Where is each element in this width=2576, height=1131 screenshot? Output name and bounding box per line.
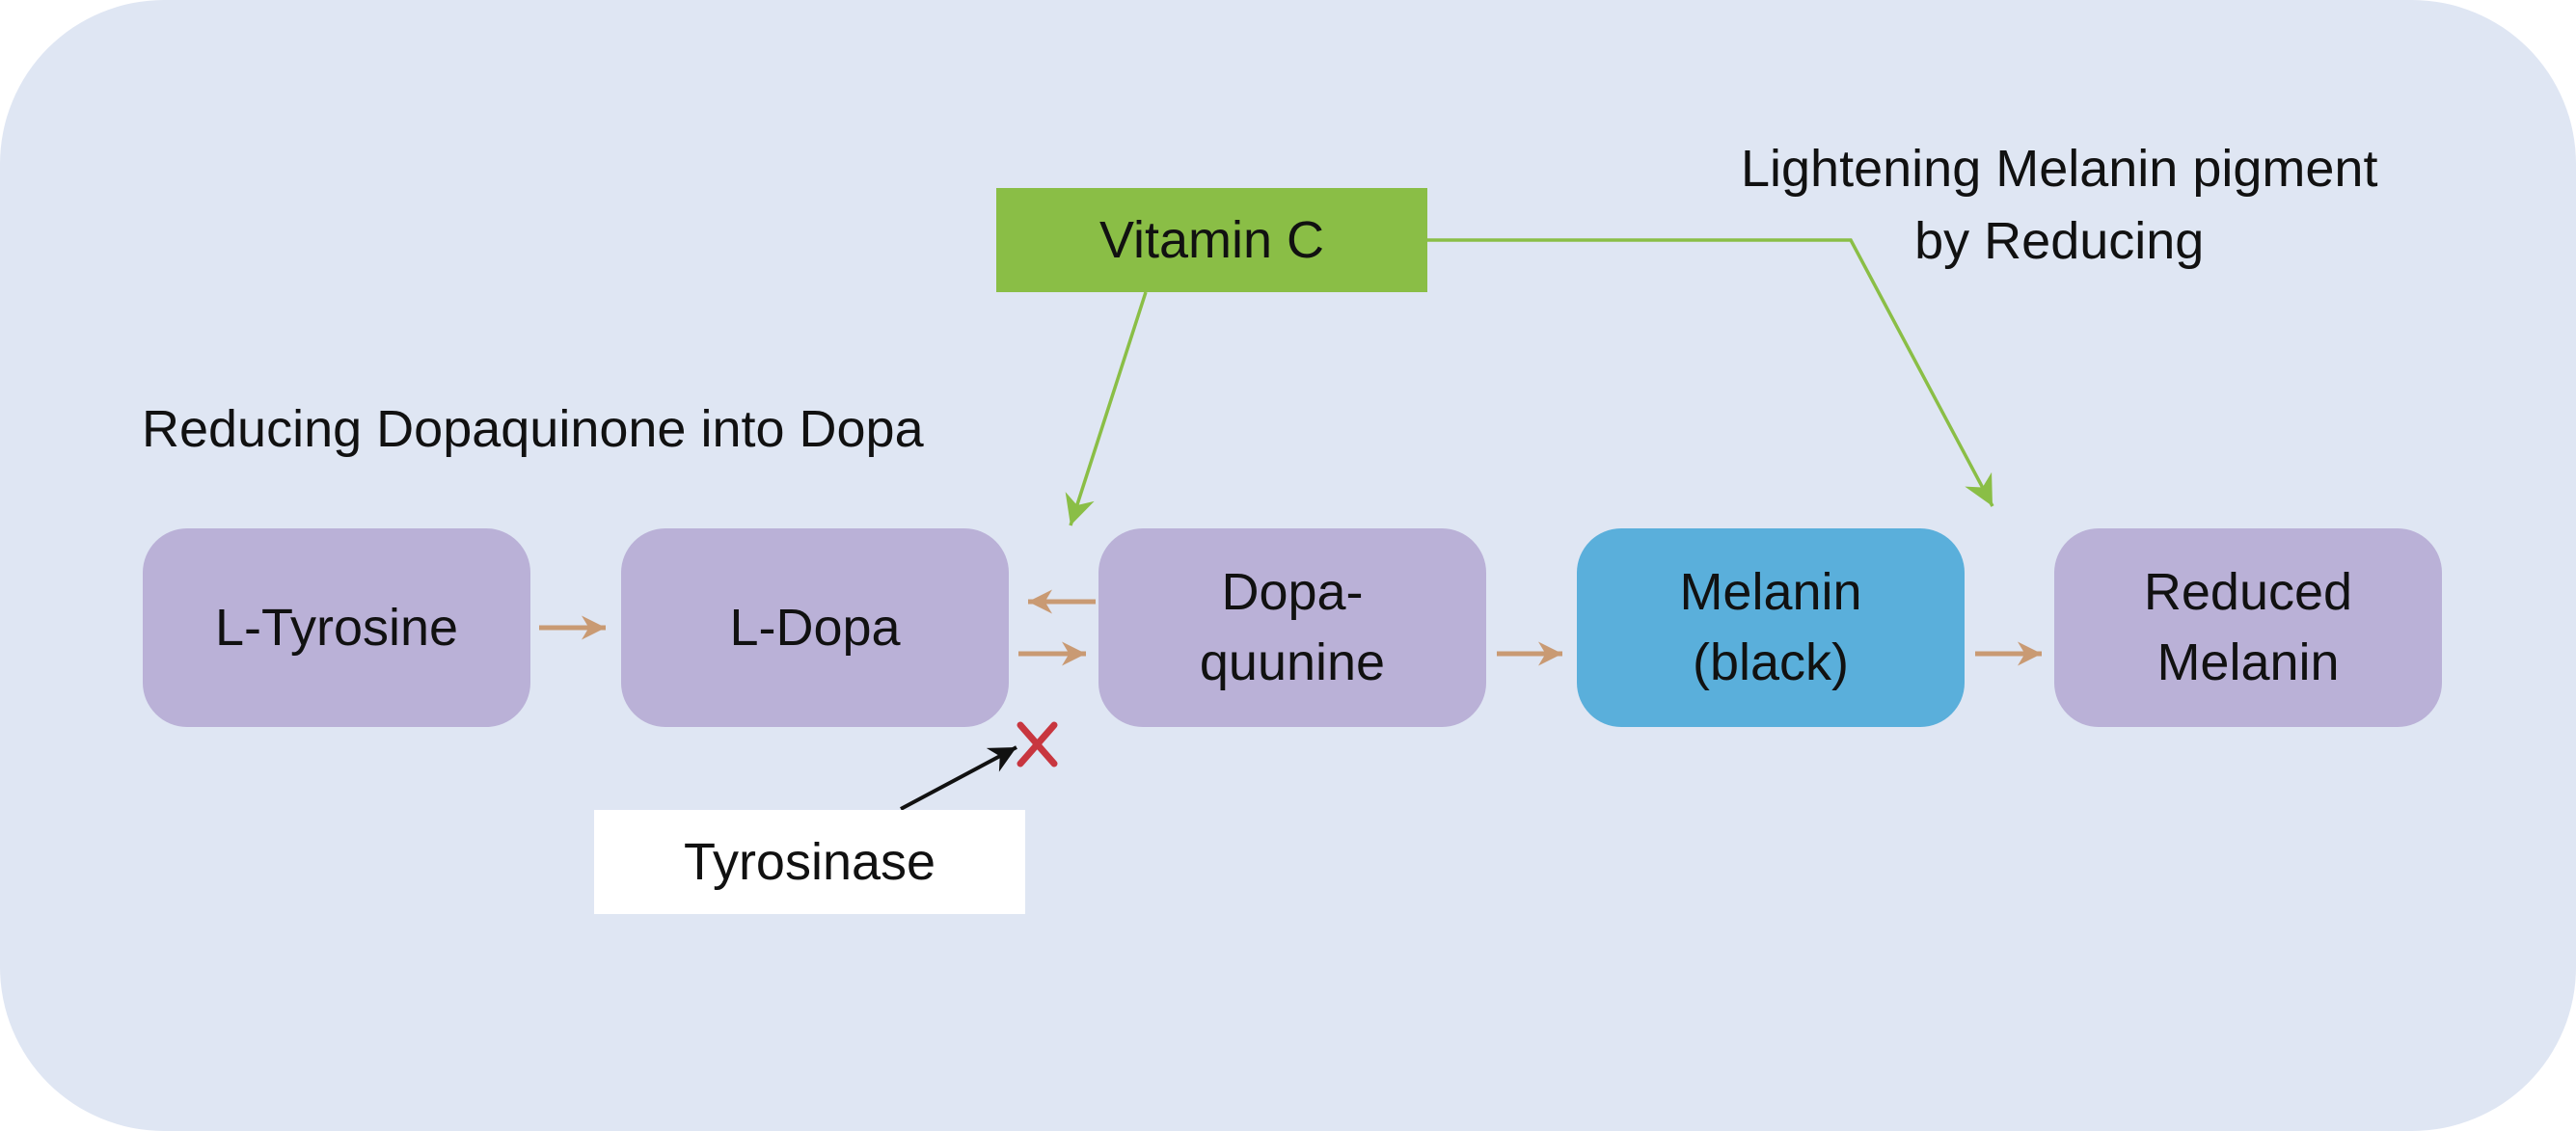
node-l-dopa: L-Dopa: [621, 528, 1009, 727]
cross-mark-icon: [1017, 721, 1058, 767]
arrow-vitamin-c-to-dopa-reduction: [1065, 291, 1148, 526]
agent-vitamin-c-label: Vitamin C: [1098, 210, 1325, 269]
node-l-tyrosine-label: L-Tyrosine: [214, 598, 459, 657]
agent-tyrosinase-label: Tyrosinase: [683, 832, 936, 891]
node-dopaquinone: Dopa- quunine: [1098, 528, 1486, 727]
node-melanin-label: Melanin (black): [1679, 563, 1862, 691]
node-reduced-melanin: Reduced Melanin: [2054, 528, 2442, 727]
arrow-tyrosinase-to-reaction: [900, 745, 1017, 811]
agent-tyrosinase: Tyrosinase: [594, 810, 1025, 914]
node-l-dopa-label: L-Dopa: [729, 598, 901, 657]
arrow-vitamin-c-to-melanin-reduction: [1427, 238, 1994, 507]
agent-vitamin-c: Vitamin C: [996, 188, 1427, 292]
node-l-tyrosine: L-Tyrosine: [143, 528, 530, 727]
note-lightening-melanin: Lightening Melanin pigment by Reducing: [1741, 140, 2378, 270]
note-reducing-dopaquinone: Reducing Dopaquinone into Dopa: [142, 400, 924, 458]
node-reduced-melanin-label: Reduced Melanin: [2143, 563, 2353, 691]
node-melanin: Melanin (black): [1577, 528, 1965, 727]
node-dopaquinone-label: Dopa- quunine: [1199, 563, 1386, 691]
